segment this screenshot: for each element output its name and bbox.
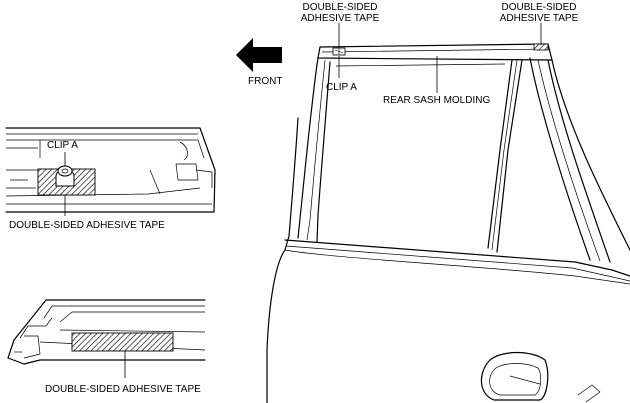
tape-top-left-line1: DOUBLE-SIDED — [302, 2, 377, 13]
detail-clip-view — [5, 127, 216, 213]
front-arrow-icon — [236, 38, 282, 72]
rear-door-outline — [266, 43, 630, 403]
rear-sash-molding-label: REAR SASH MOLDING — [383, 95, 490, 106]
detail-tape-view — [7, 299, 206, 365]
clip-a-marker — [332, 47, 346, 56]
tape-detail-2-hatch — [71, 332, 174, 352]
tape-top-right-line1: DOUBLE-SIDED — [501, 2, 576, 13]
tape-detail-1-label: DOUBLE-SIDED ADHESIVE TAPE — [9, 220, 165, 231]
tape-top-right-line2: ADHESIVE TAPE — [500, 13, 579, 24]
clip-a-detail-icon — [55, 165, 75, 187]
tape-top-left-line2: ADHESIVE TAPE — [301, 13, 380, 24]
clip-a-main-label: CLIP A — [326, 82, 357, 93]
clip-a-detail-label: CLIP A — [47, 140, 78, 151]
tape-detail-2-label: DOUBLE-SIDED ADHESIVE TAPE — [45, 384, 201, 395]
front-label: FRONT — [248, 76, 282, 87]
